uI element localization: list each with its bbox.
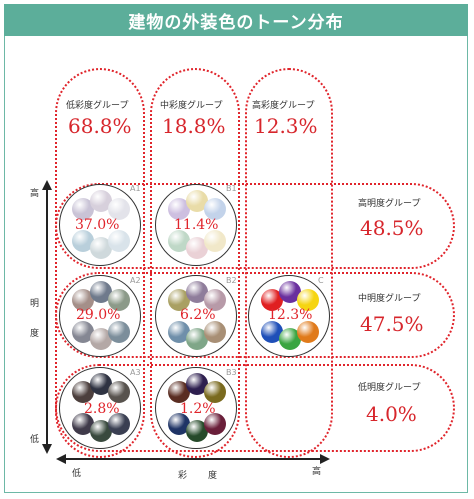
color-ball — [168, 321, 190, 343]
column-group-high-chroma — [245, 68, 333, 458]
column-label-high-chroma: 高彩度グループ — [252, 101, 315, 111]
color-ball — [72, 413, 94, 435]
color-ball — [261, 321, 283, 343]
row-group-high-lightness — [55, 183, 455, 269]
lightness-axis-arrow — [46, 186, 48, 448]
color-ball — [204, 321, 226, 343]
color-ball — [297, 289, 319, 311]
cell-code-a2: A2 — [130, 276, 141, 285]
color-ball — [90, 281, 112, 303]
color-ball — [108, 413, 130, 435]
color-ball — [297, 321, 319, 343]
tone-circle-a1 — [59, 184, 141, 266]
tone-circle-a2 — [59, 275, 141, 357]
lightness-axis-arrowheads — [42, 180, 52, 454]
color-ball — [186, 281, 208, 303]
tone-circle-b3 — [155, 367, 237, 449]
color-ball — [204, 230, 226, 252]
color-ball — [204, 289, 226, 311]
color-ball — [90, 190, 112, 212]
tone-circle-b2 — [155, 275, 237, 357]
color-ball — [72, 289, 94, 311]
tone-circle-a3 — [59, 367, 141, 449]
cell-pct-a3: 2.8% — [84, 401, 120, 417]
row-label-high-lightness: 高明度グループ — [358, 199, 421, 209]
color-ball — [204, 381, 226, 403]
color-ball — [204, 413, 226, 435]
color-ball — [279, 328, 301, 350]
cell-pct-a2: 29.0% — [76, 307, 121, 323]
cell-code-c: C — [318, 276, 324, 285]
lightness-high-label: 高 — [30, 189, 40, 199]
color-ball — [186, 328, 208, 350]
color-ball — [72, 321, 94, 343]
tone-circle-b1 — [155, 184, 237, 266]
column-pct-low-chroma: 68.8% — [68, 114, 132, 138]
cell-code-b2: B2 — [226, 276, 237, 285]
chroma-axis-arrow — [62, 458, 324, 460]
cell-code-a1: A1 — [130, 184, 141, 193]
color-ball — [90, 328, 112, 350]
chroma-low-label: 低 — [72, 469, 82, 479]
row-pct-low-lightness: 4.0% — [366, 402, 417, 426]
color-ball — [279, 281, 301, 303]
lightness-low-label: 低 — [30, 435, 40, 445]
color-ball — [186, 190, 208, 212]
cell-pct-b2: 6.2% — [180, 307, 216, 323]
column-pct-mid-chroma: 18.8% — [162, 114, 226, 138]
row-pct-high-lightness: 48.5% — [360, 216, 424, 240]
color-ball — [90, 373, 112, 395]
color-ball — [90, 237, 112, 259]
row-label-low-lightness: 低明度グループ — [358, 383, 421, 393]
diagram-title: 建物の外装色のトーン分布 — [4, 4, 468, 36]
column-pct-high-chroma: 12.3% — [254, 114, 318, 138]
row-label-mid-lightness: 中明度グループ — [358, 294, 421, 304]
cell-code-b1: B1 — [226, 184, 237, 193]
cell-code-b3: B3 — [226, 368, 237, 377]
column-label-low-chroma: 低彩度グループ — [66, 101, 129, 111]
color-ball — [261, 289, 283, 311]
color-ball — [72, 381, 94, 403]
color-ball — [186, 420, 208, 442]
color-ball — [168, 198, 190, 220]
cell-pct-a1: 37.0% — [75, 217, 120, 233]
color-ball — [204, 198, 226, 220]
cell-pct-b3: 1.2% — [180, 401, 216, 417]
color-ball — [108, 381, 130, 403]
color-ball — [90, 420, 112, 442]
column-label-mid-chroma: 中彩度グループ — [160, 101, 223, 111]
color-ball — [186, 237, 208, 259]
chroma-axis-title-2: 度 — [208, 471, 218, 481]
chroma-axis-arrowheads — [56, 454, 330, 464]
color-ball — [168, 381, 190, 403]
color-ball — [168, 413, 190, 435]
lightness-axis-title-1: 明 — [30, 299, 40, 309]
color-ball — [72, 198, 94, 220]
row-group-mid-lightness — [55, 272, 455, 358]
column-group-mid-chroma — [150, 68, 240, 458]
color-ball — [168, 289, 190, 311]
cell-pct-b1: 11.4% — [174, 217, 219, 233]
color-ball — [108, 198, 130, 220]
color-ball — [108, 321, 130, 343]
color-ball — [186, 373, 208, 395]
lightness-axis-title-2: 度 — [30, 329, 40, 339]
column-group-low-chroma — [55, 68, 145, 458]
row-group-low-lightness — [55, 364, 455, 452]
chroma-axis-title-1: 彩 — [178, 471, 188, 481]
cell-pct-c: 12.3% — [268, 307, 313, 323]
row-pct-mid-lightness: 47.5% — [360, 312, 424, 336]
cell-code-a3: A3 — [130, 368, 141, 377]
color-ball — [108, 289, 130, 311]
tone-circle-c — [248, 275, 330, 357]
chroma-high-label: 高 — [312, 467, 322, 477]
color-ball — [108, 230, 130, 252]
color-ball — [72, 230, 94, 252]
color-ball — [168, 230, 190, 252]
